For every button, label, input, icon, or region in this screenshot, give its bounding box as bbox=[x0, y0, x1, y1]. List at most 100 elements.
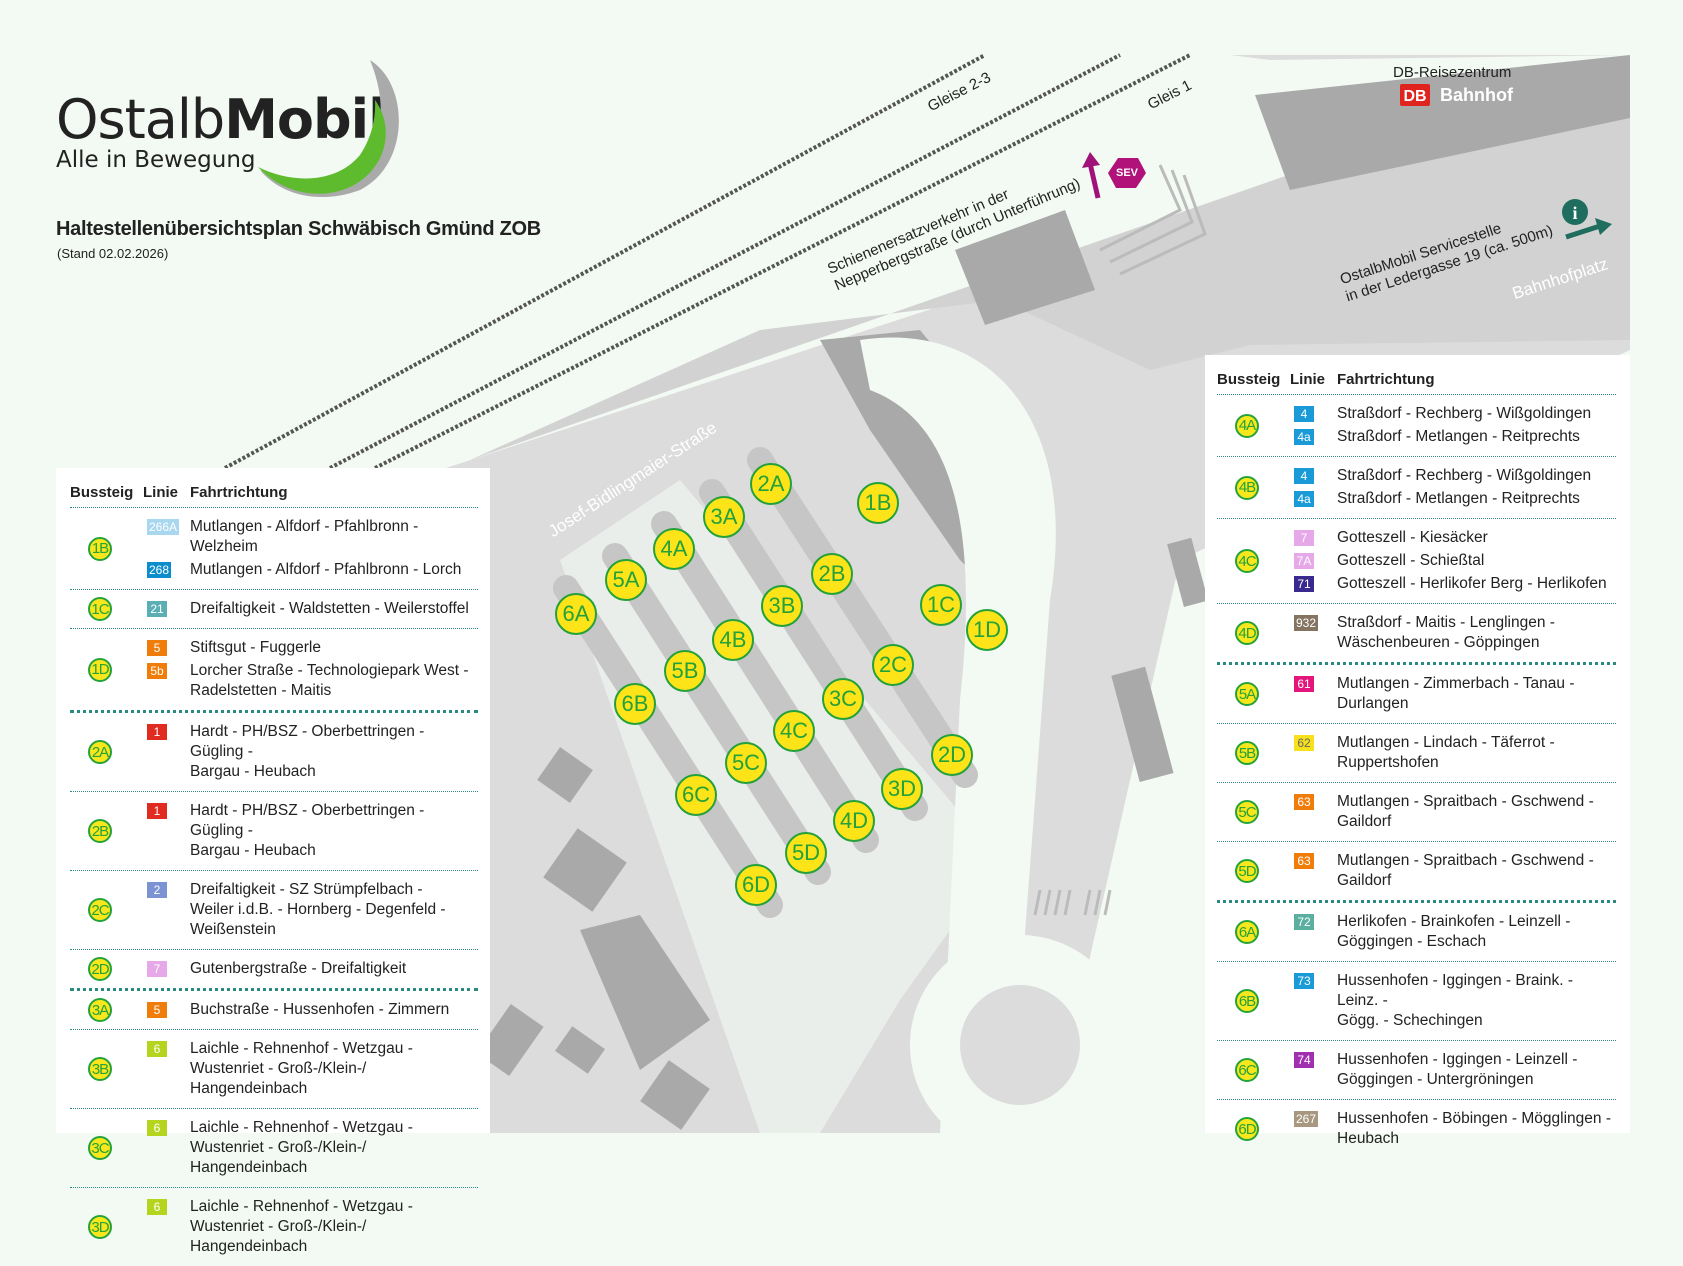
stop-marker-1c[interactable]: 1C bbox=[920, 584, 962, 626]
stop-marker-3b[interactable]: 3B bbox=[761, 585, 803, 627]
direction-text: Straßdorf - Rechberg - Wißgoldingen bbox=[1337, 467, 1592, 484]
bussteig-cell: 1B bbox=[70, 536, 143, 561]
sev-arrow bbox=[1087, 162, 1101, 199]
direction-text: Gotteszell - Kiesäcker bbox=[1337, 529, 1488, 546]
stop-marker-2b[interactable]: 2B bbox=[811, 553, 853, 595]
stop-marker-2d[interactable]: 2D bbox=[931, 734, 973, 776]
header-bussteig: Bussteig bbox=[70, 484, 134, 501]
stop-marker-5a[interactable]: 5A bbox=[605, 559, 647, 601]
buildings bbox=[476, 537, 1209, 1130]
bussteig-badge: 4A bbox=[1235, 413, 1259, 438]
stop-marker-5b[interactable]: 5B bbox=[664, 650, 706, 692]
stop-marker-6c[interactable]: 6C bbox=[675, 774, 717, 816]
table-row: 6C 74 Hussenhofen - Iggingen - Leinzell - … bbox=[1217, 1041, 1616, 1100]
line-number-badge: 63 bbox=[1294, 853, 1314, 869]
stop-marker-3a[interactable]: 3A bbox=[703, 496, 745, 538]
line-number-cell: 63 bbox=[1290, 851, 1337, 869]
direction-text: Mutlangen - Alfdorf - Pfahlbronn - Lorch bbox=[190, 561, 462, 578]
stop-marker-4b[interactable]: 4B bbox=[712, 619, 754, 661]
bussteig-cell: 3B bbox=[70, 1057, 143, 1081]
line-number-badge: 71 bbox=[1294, 576, 1314, 592]
line-list: 1 Hardt - PH/BSZ - Oberbettringen - Gügli… bbox=[143, 798, 478, 864]
bussteig-badge: 6C bbox=[1235, 1058, 1259, 1082]
bussteig-cell: 5D bbox=[1217, 859, 1290, 883]
stop-marker-6b[interactable]: 6B bbox=[614, 683, 656, 725]
sev-arrow-head bbox=[1082, 152, 1100, 168]
service-arrow-head bbox=[1595, 218, 1612, 235]
line-number-badge: 6 bbox=[147, 1041, 167, 1057]
bussteig-badge: 3C bbox=[88, 1136, 112, 1160]
bussteig-cell: 1D bbox=[70, 657, 143, 682]
bussteig-badge: 4B bbox=[1235, 475, 1259, 500]
stop-marker-4d[interactable]: 4D bbox=[833, 800, 875, 842]
line-number-badge: 73 bbox=[1294, 973, 1314, 989]
bussteig-badge: 5B bbox=[1235, 741, 1259, 765]
stop-marker-5c[interactable]: 5C bbox=[725, 742, 767, 784]
direction-text: Straßdorf - Rechberg - Wißgoldingen bbox=[1337, 405, 1592, 422]
stop-marker-2c[interactable]: 2C bbox=[872, 644, 914, 686]
line-number-cell: 63 bbox=[1290, 792, 1337, 810]
direction-text: Mutlangen - Zimmerbach - Tanau - Durlang… bbox=[1337, 675, 1575, 712]
line-number-badge: 74 bbox=[1294, 1052, 1314, 1068]
stop-marker-4a[interactable]: 4A bbox=[653, 528, 695, 570]
line-number-cell: 5 bbox=[143, 638, 190, 656]
stop-marker-4c[interactable]: 4C bbox=[773, 710, 815, 752]
label-db-reisezentrum: DB-Reisezentrum bbox=[1393, 64, 1512, 81]
stop-marker-3d[interactable]: 3D bbox=[881, 768, 923, 810]
line-number-badge: 268 bbox=[147, 562, 172, 578]
line-number-cell: 1 bbox=[143, 801, 190, 819]
bus-platforms bbox=[553, 447, 978, 918]
stop-marker-2a[interactable]: 2A bbox=[750, 463, 792, 505]
bussteig-badge: 6B bbox=[1235, 989, 1259, 1013]
bussteig-badge: 4C bbox=[1235, 549, 1259, 573]
bussteig-cell: 2C bbox=[70, 898, 143, 922]
line-number-badge: 4a bbox=[1294, 491, 1314, 507]
direction-text: Hussenhofen - Iggingen - Leinzell - Gögg… bbox=[1337, 1051, 1578, 1088]
direction-text: Hardt - PH/BSZ - Oberbettringen - Güglin… bbox=[190, 802, 425, 859]
line-number-badge: 1 bbox=[147, 724, 167, 740]
bussteig-badge: 3A bbox=[88, 998, 112, 1022]
line-number-cell: 6 bbox=[143, 1197, 190, 1215]
info-icon bbox=[1562, 199, 1588, 225]
logo-swoosh bbox=[258, 60, 399, 198]
bussteig-cell: 6D bbox=[1217, 1117, 1290, 1141]
stop-marker-3c[interactable]: 3C bbox=[822, 678, 864, 720]
bussteig-cell: 4D bbox=[1217, 621, 1290, 645]
bussteig-cell: 2A bbox=[70, 740, 143, 764]
stop-marker-5d[interactable]: 5D bbox=[785, 832, 827, 874]
line-number-cell: 72 bbox=[1290, 912, 1337, 930]
stop-marker-1d[interactable]: 1D bbox=[966, 609, 1008, 651]
stop-marker-6d[interactable]: 6D bbox=[735, 864, 777, 906]
line-number-badge: 1 bbox=[147, 803, 167, 819]
stop-marker-1b[interactable]: 1B bbox=[857, 482, 899, 524]
stop-marker-6a[interactable]: 6A bbox=[555, 593, 597, 635]
line-number-badge: 61 bbox=[1294, 676, 1314, 692]
header-linie: Linie bbox=[1290, 371, 1326, 388]
path-green bbox=[860, 337, 1056, 1134]
line-number-cell: 266A bbox=[143, 517, 190, 535]
line-number-badge: 2 bbox=[147, 882, 167, 898]
bussteig-cell: 4C bbox=[1217, 549, 1290, 573]
